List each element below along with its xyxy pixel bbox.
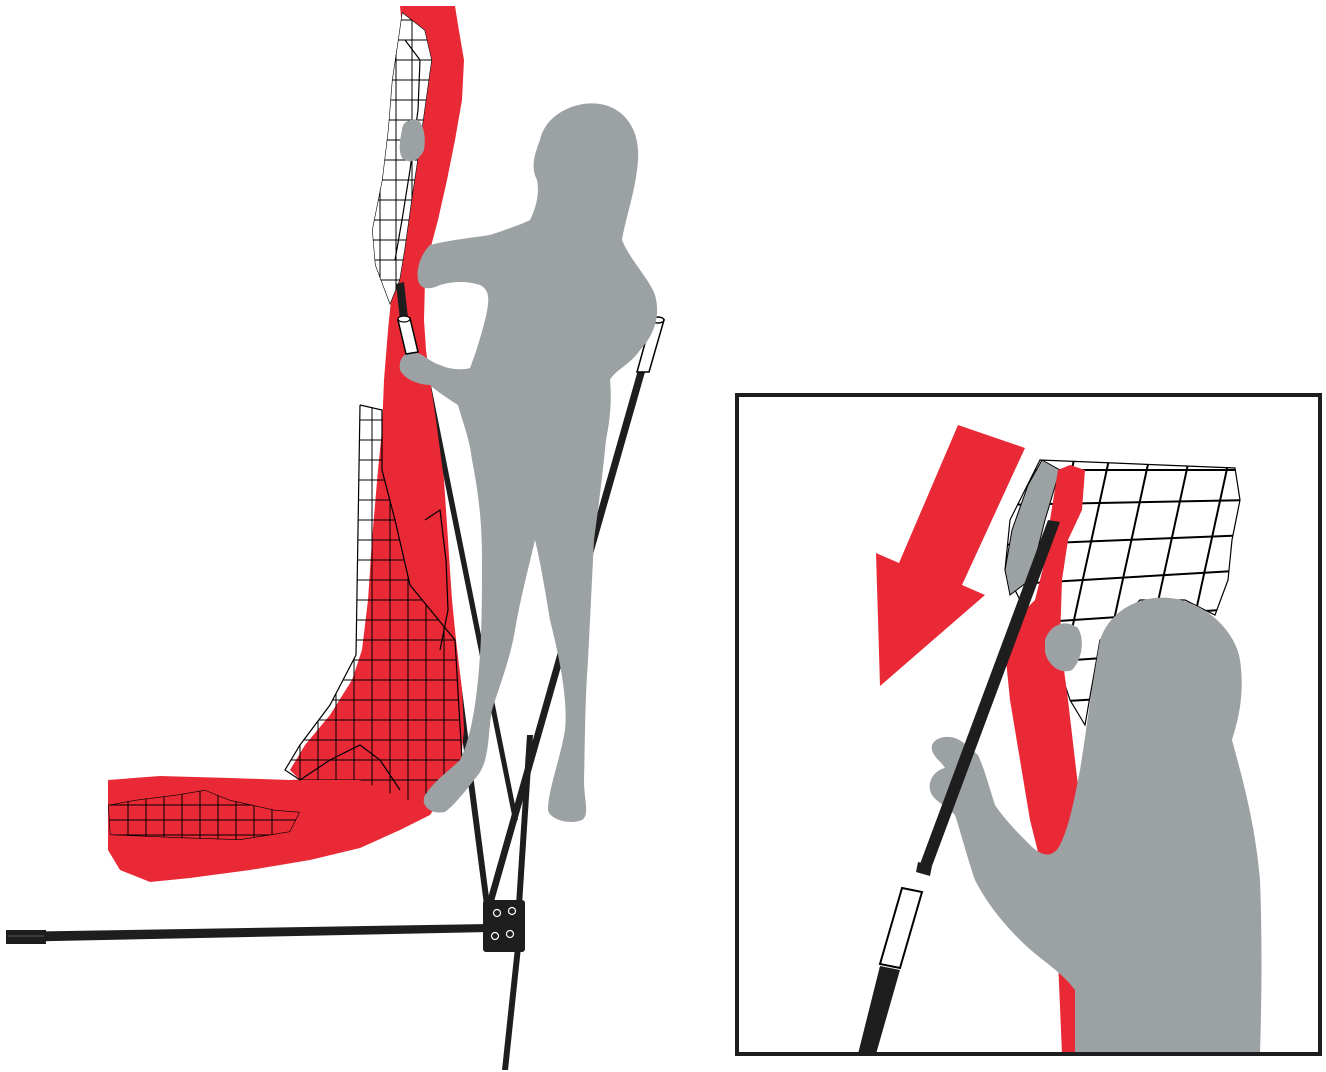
- ground-pole-left: [6, 924, 490, 944]
- main-scene: [6, 0, 664, 1070]
- inset-detail: [737, 395, 1320, 1054]
- corner-bracket-icon: [483, 900, 525, 952]
